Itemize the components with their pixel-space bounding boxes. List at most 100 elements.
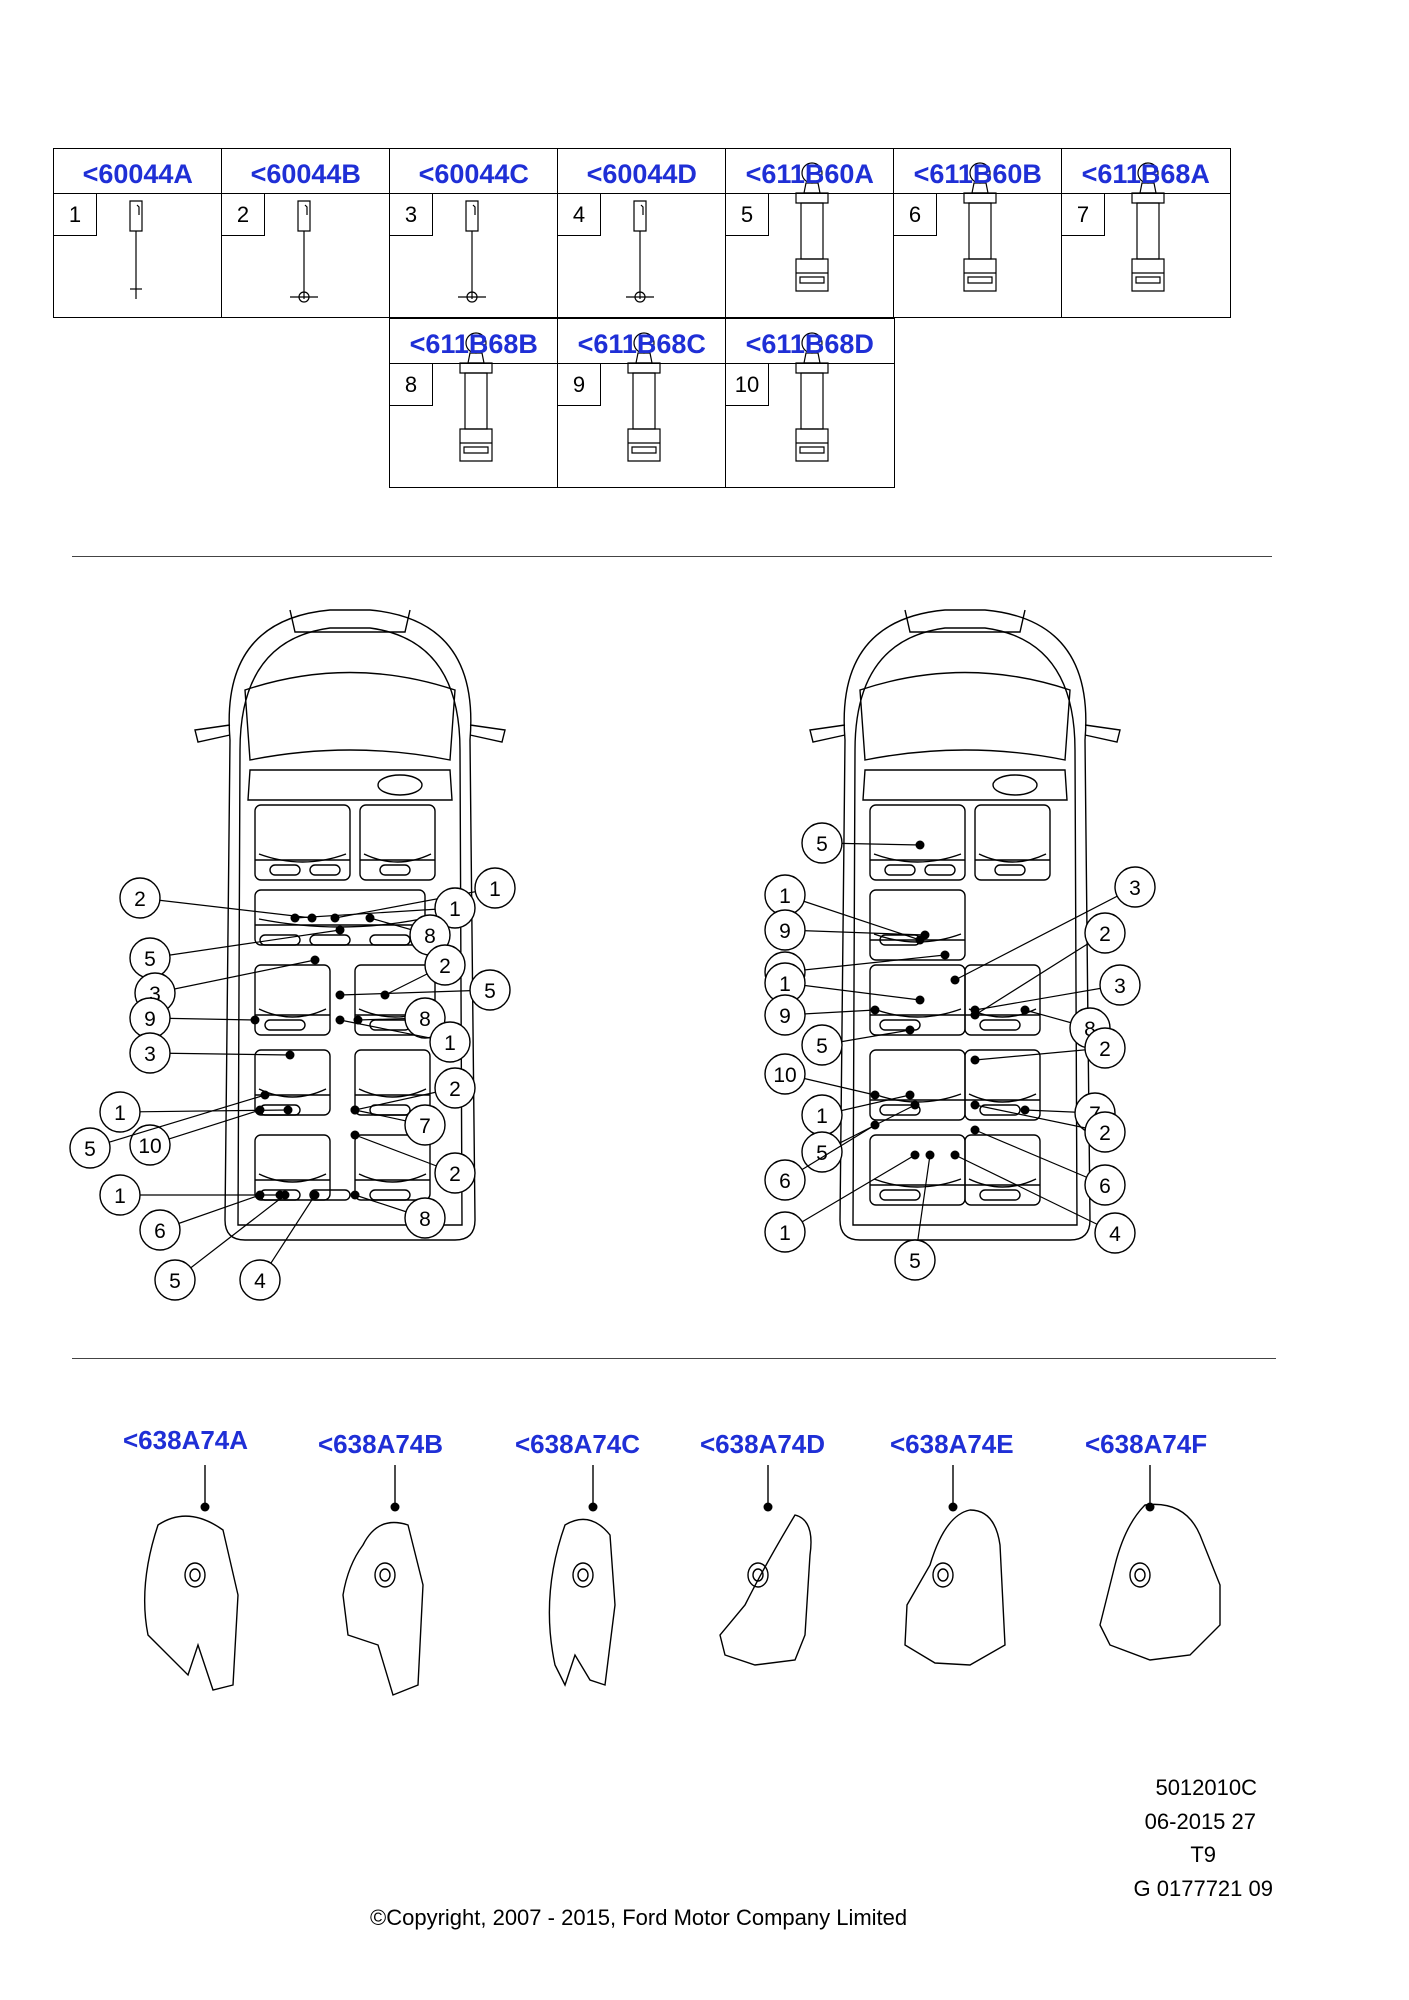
callout-number: 1: [444, 1032, 456, 1055]
cover-link[interactable]: <638A74C: [515, 1429, 641, 1459]
callout-number: 4: [1109, 1223, 1121, 1246]
part-link[interactable]: <611B68D: [726, 319, 894, 364]
divider-bottom: [72, 1358, 1276, 1359]
seat-belt-buckle-icon: [459, 332, 493, 462]
part-link[interactable]: <60044C: [390, 149, 558, 194]
callout-number: 1: [114, 1185, 126, 1208]
callout-number: 2: [1099, 1038, 1111, 1061]
callout-number: 3: [149, 983, 161, 1006]
callout-number: 9: [779, 920, 791, 943]
footer-code-1: 5012010C: [1155, 1775, 1257, 1800]
seat-belt-cover-icon: [548, 1465, 616, 1687]
cover-link[interactable]: <638A74A: [123, 1425, 249, 1455]
callout-number: 6: [154, 1220, 166, 1243]
right-vehicle-diagram: [809, 609, 1121, 1241]
seat-belt-anchor-icon: [290, 200, 318, 303]
callout-number: 2: [449, 1078, 461, 1101]
part-number: 9: [558, 363, 601, 406]
footer-code-3: T9: [1190, 1842, 1216, 1867]
callout-number: 8: [1084, 1018, 1096, 1041]
part-link[interactable]: <60044D: [558, 149, 726, 194]
seat-belt-anchor-icon: [626, 200, 654, 303]
callout-number: 1: [449, 898, 461, 921]
part-link[interactable]: <60044B: [222, 149, 390, 194]
callout-number: 3: [1129, 877, 1141, 900]
callout-number: 7: [419, 1115, 431, 1138]
callout-number: 2: [1099, 923, 1111, 946]
callout-number: 9: [779, 1005, 791, 1028]
seat-belt-buckle-icon: [627, 332, 661, 462]
part-number: 7: [1062, 193, 1105, 236]
part-link[interactable]: <60044A: [54, 149, 222, 194]
part-link[interactable]: <611B68A: [1062, 149, 1230, 194]
seat-belt-cover-icon: [904, 1465, 1006, 1666]
callout-number: 5: [909, 1250, 921, 1273]
divider-top: [72, 556, 1272, 557]
callout-number: 10: [773, 1064, 796, 1087]
callout-number: 8: [424, 925, 436, 948]
part-link[interactable]: <611B60B: [894, 149, 1062, 194]
seat-belt-anchor-icon: [458, 200, 486, 303]
callout-number: 5: [84, 1138, 96, 1161]
callout-number: 2: [439, 955, 451, 978]
callout-number: 5: [816, 1035, 828, 1058]
callout-number: 6: [779, 1170, 791, 1193]
cover-link[interactable]: <638A74F: [1085, 1429, 1208, 1459]
part-number: 2: [222, 193, 265, 236]
callout-number: 1: [779, 1222, 791, 1245]
cover-link[interactable]: <638A74B: [318, 1429, 444, 1459]
callout-number: 5: [816, 833, 828, 856]
callout-number: 5: [816, 1142, 828, 1165]
callout-number: 1: [779, 973, 791, 996]
callout-number: 9: [144, 1008, 156, 1031]
seat-belt-cover-icon: [143, 1465, 239, 1691]
part-number: 3: [390, 193, 433, 236]
callout-number: 10: [138, 1135, 161, 1158]
footer-code-4: G 0177721 09: [1133, 1876, 1273, 1901]
callout-number: 5: [144, 948, 156, 971]
cover-link[interactable]: <638A74E: [890, 1429, 1014, 1459]
callout-number: 2: [134, 888, 146, 911]
part-number: 5: [726, 193, 769, 236]
callout-number: 2: [449, 1163, 461, 1186]
callout-number: 5: [169, 1270, 181, 1293]
seat-layout-diagrams: 2118525398132171052168545319421398521071…: [69, 609, 1156, 1301]
callout-number: 3: [1114, 975, 1126, 998]
seat-belt-cover-icon: [342, 1465, 424, 1696]
callout-number: 8: [419, 1008, 431, 1031]
seat-belt-cover-icon: [1099, 1465, 1221, 1661]
part-number: 8: [390, 363, 433, 406]
part-link[interactable]: <611B68B: [390, 319, 558, 364]
cover-link[interactable]: <638A74D: [700, 1429, 826, 1459]
callout-number: 6: [1099, 1175, 1111, 1198]
footer-code-2: 06-2015 27: [1144, 1809, 1256, 1834]
copyright-notice: ©Copyright, 2007 - 2015, Ford Motor Comp…: [370, 1905, 908, 1930]
callout-number: 5: [484, 980, 496, 1003]
callout-number: 1: [779, 885, 791, 908]
callout-number: 1: [114, 1102, 126, 1125]
callout-number: 1: [816, 1105, 828, 1128]
callout-number: 3: [144, 1043, 156, 1066]
part-link[interactable]: <611B68C: [558, 319, 726, 364]
seat-belt-cover-icon: [719, 1465, 812, 1666]
callout-number: 2: [1099, 1122, 1111, 1145]
callout-number: 8: [419, 1208, 431, 1231]
callout-number: 1: [489, 878, 501, 901]
part-number: 6: [894, 193, 937, 236]
seat-belt-anchor-icon: [129, 200, 143, 299]
part-number: 1: [54, 193, 97, 236]
part-number: 4: [558, 193, 601, 236]
part-number: 10: [726, 363, 769, 406]
callout-number: 4: [254, 1270, 266, 1293]
part-link[interactable]: <611B60A: [726, 149, 894, 194]
